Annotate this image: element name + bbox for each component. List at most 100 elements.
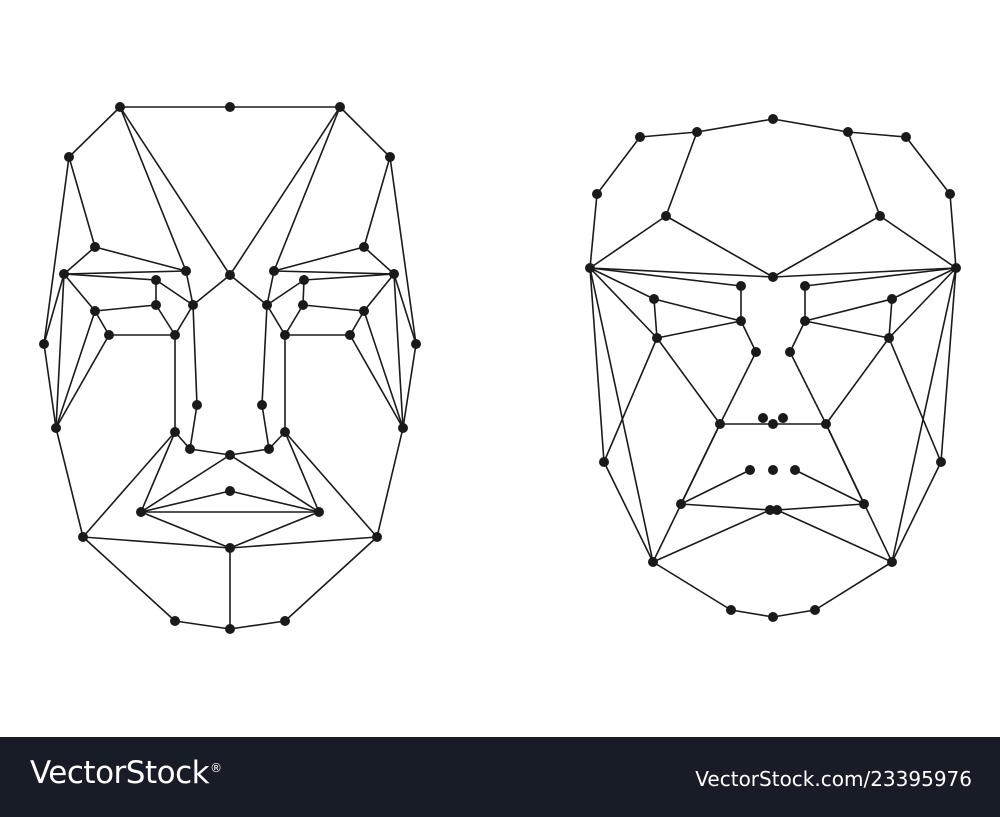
mesh-edge	[229, 448, 270, 456]
mesh-node	[345, 330, 355, 340]
mesh-edge	[94, 246, 187, 272]
mesh-edge	[905, 136, 951, 195]
mesh-node	[181, 266, 191, 276]
mesh-edge	[273, 270, 395, 275]
registered-mark: ®	[210, 760, 222, 775]
mesh-node	[151, 300, 161, 310]
face-mesh-illustration	[39, 102, 961, 634]
mesh-node	[39, 339, 49, 349]
mesh-edge	[185, 270, 194, 306]
mesh-node	[136, 507, 146, 517]
logo-text: VectorStock	[30, 755, 210, 791]
mesh-node	[887, 294, 897, 304]
mesh-edge	[155, 279, 194, 306]
mesh-edge	[140, 454, 231, 513]
mesh-edge	[229, 454, 320, 513]
mesh-edge	[189, 448, 231, 456]
mesh-edge	[804, 267, 957, 287]
mesh-edge	[814, 561, 893, 611]
mesh-edge	[680, 503, 771, 511]
mesh-node	[64, 152, 74, 162]
mesh-edge	[303, 273, 395, 281]
mesh-edge	[789, 351, 827, 425]
mesh-edge	[82, 536, 231, 549]
mesh-node	[715, 419, 725, 429]
mesh-node	[280, 616, 290, 626]
mesh-node	[745, 465, 755, 475]
mesh-edge	[140, 511, 231, 549]
illustration-canvas	[39, 102, 961, 634]
mesh-node	[736, 281, 746, 291]
mesh-node	[884, 333, 894, 343]
left-face-mesh	[39, 102, 421, 634]
mesh-edge	[719, 351, 757, 425]
mesh-edge	[273, 106, 341, 272]
mesh-node	[592, 189, 602, 199]
mesh-edge	[63, 273, 96, 312]
mesh-edge	[229, 511, 320, 549]
mesh-node	[778, 413, 788, 423]
mesh-node	[188, 300, 198, 310]
mesh-edge	[772, 215, 881, 278]
mesh-node	[280, 330, 290, 340]
mesh-node	[262, 300, 272, 310]
mesh-node	[185, 444, 195, 454]
mesh-edge	[891, 461, 942, 563]
mesh-node	[768, 612, 778, 622]
mesh-edge	[596, 136, 641, 195]
mesh-edge	[589, 267, 605, 463]
mesh-edge	[603, 461, 654, 563]
mesh-node	[115, 102, 125, 112]
mesh-node	[901, 132, 911, 142]
mesh-node	[585, 263, 595, 273]
mesh-node	[280, 427, 290, 437]
mesh-node	[758, 413, 768, 423]
mesh-edge	[339, 106, 391, 158]
mesh-edge	[63, 246, 96, 275]
mesh-edge	[43, 156, 70, 345]
mesh-edge	[772, 267, 957, 278]
mesh-node	[945, 189, 955, 199]
mesh-edge	[363, 310, 404, 429]
mesh-edge	[266, 279, 305, 306]
mesh-node	[389, 269, 399, 279]
mesh-node	[51, 423, 61, 433]
mesh-node	[225, 450, 235, 460]
mesh-edge	[888, 337, 942, 463]
mesh-node	[875, 211, 885, 221]
mesh-node	[269, 266, 279, 276]
mesh-node	[772, 505, 782, 515]
mesh-node	[810, 605, 820, 615]
mesh-edge	[652, 509, 771, 563]
mesh-edge	[229, 536, 378, 549]
footer-url[interactable]: VectorStock.com/23395976	[695, 767, 972, 791]
mesh-edge	[376, 427, 404, 538]
mesh-edge	[82, 536, 176, 622]
mesh-node	[170, 427, 180, 437]
mesh-edge	[772, 118, 849, 133]
mesh-node	[359, 242, 369, 252]
mesh-edge	[789, 320, 806, 353]
mesh-edge	[266, 270, 275, 306]
mesh-edge	[349, 334, 404, 429]
footer-logo[interactable]: VectorStock®	[30, 755, 222, 791]
mesh-edge	[653, 298, 658, 339]
mesh-edge	[284, 431, 320, 513]
mesh-node	[692, 127, 702, 137]
mesh-node	[257, 400, 267, 410]
mesh-edge	[776, 509, 893, 563]
mesh-node	[800, 316, 810, 326]
mesh-node	[170, 616, 180, 626]
mesh-node	[951, 263, 961, 273]
mesh-edge	[589, 267, 658, 339]
mesh-node	[225, 102, 235, 112]
mesh-edge	[63, 270, 187, 275]
mesh-edge	[55, 273, 65, 429]
mesh-edge	[63, 273, 157, 281]
mesh-edge	[730, 609, 774, 618]
mesh-edge	[192, 304, 198, 406]
right-face-mesh	[585, 114, 961, 622]
footer-bar: VectorStock® VectorStock.com/23395976	[0, 737, 1000, 817]
mesh-edge	[639, 131, 698, 138]
mesh-edge	[825, 337, 890, 425]
